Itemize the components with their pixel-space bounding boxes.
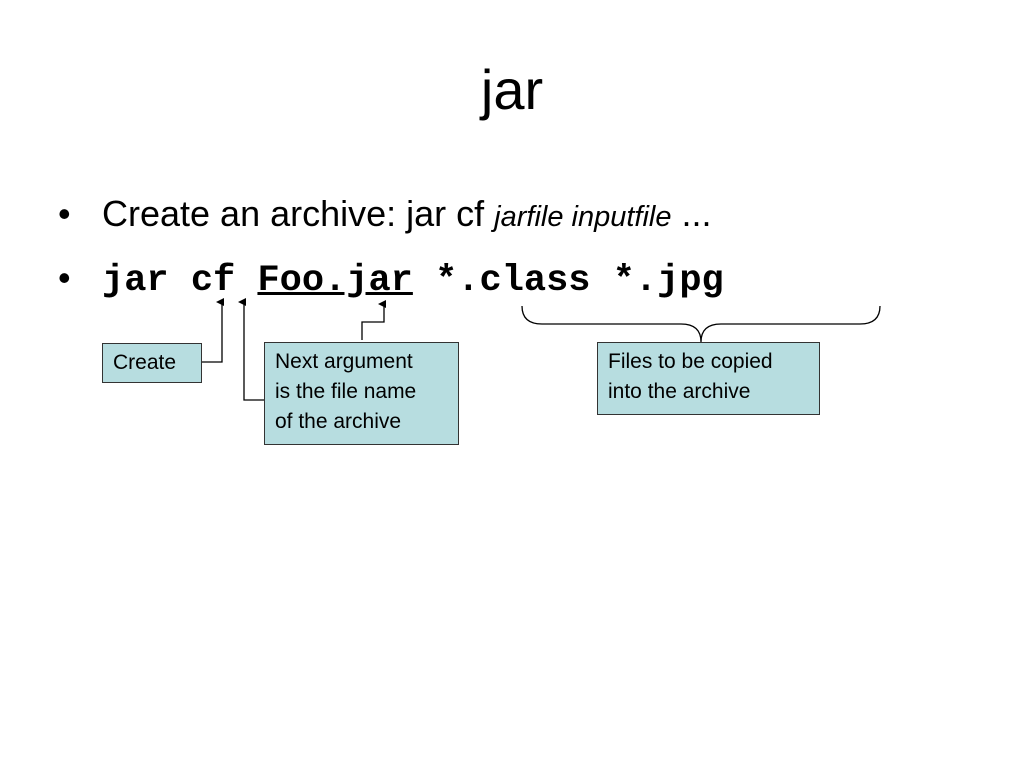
next-argument-line: Next argument — [275, 350, 413, 373]
input-files-argument: *.class *.jpg — [412, 260, 724, 302]
next-argument-line: is the file name — [275, 380, 417, 403]
next-argument-line: of the archive — [275, 410, 402, 433]
files-copied-line: Files to be copied — [608, 350, 773, 373]
bullet-italic-args: jarfile inputfile — [494, 201, 672, 233]
create-callout: Create — [102, 343, 202, 383]
slide-title: jar — [480, 58, 544, 121]
input-files-brace — [521, 305, 881, 343]
create-callout-text: Create — [113, 351, 177, 374]
bullet-dot: • — [58, 193, 71, 234]
bullet-dot: • — [58, 257, 71, 298]
bullet-text: Create an archive: jar cf — [102, 193, 495, 234]
f-flag-connector-arrow — [238, 298, 264, 401]
files-copied-line: into the archive — [608, 380, 751, 403]
files-copied-callout: Files to be copied into the archive — [597, 342, 820, 415]
create-connector-arrow — [202, 298, 224, 363]
jar-cf-command: jar cf — [102, 260, 258, 302]
bullet-jar-command: • jar cf Foo.jar *.class *.jpg — [58, 256, 724, 308]
jarfile-argument: Foo.jar — [257, 260, 413, 302]
bullet-ellipsis: ... — [671, 193, 712, 234]
bullet-create-archive: • Create an archive: jar cf jarfile input… — [58, 192, 712, 239]
jarfile-connector-arrow — [361, 300, 386, 340]
next-argument-callout: Next argument is the file name of the ar… — [264, 342, 459, 445]
